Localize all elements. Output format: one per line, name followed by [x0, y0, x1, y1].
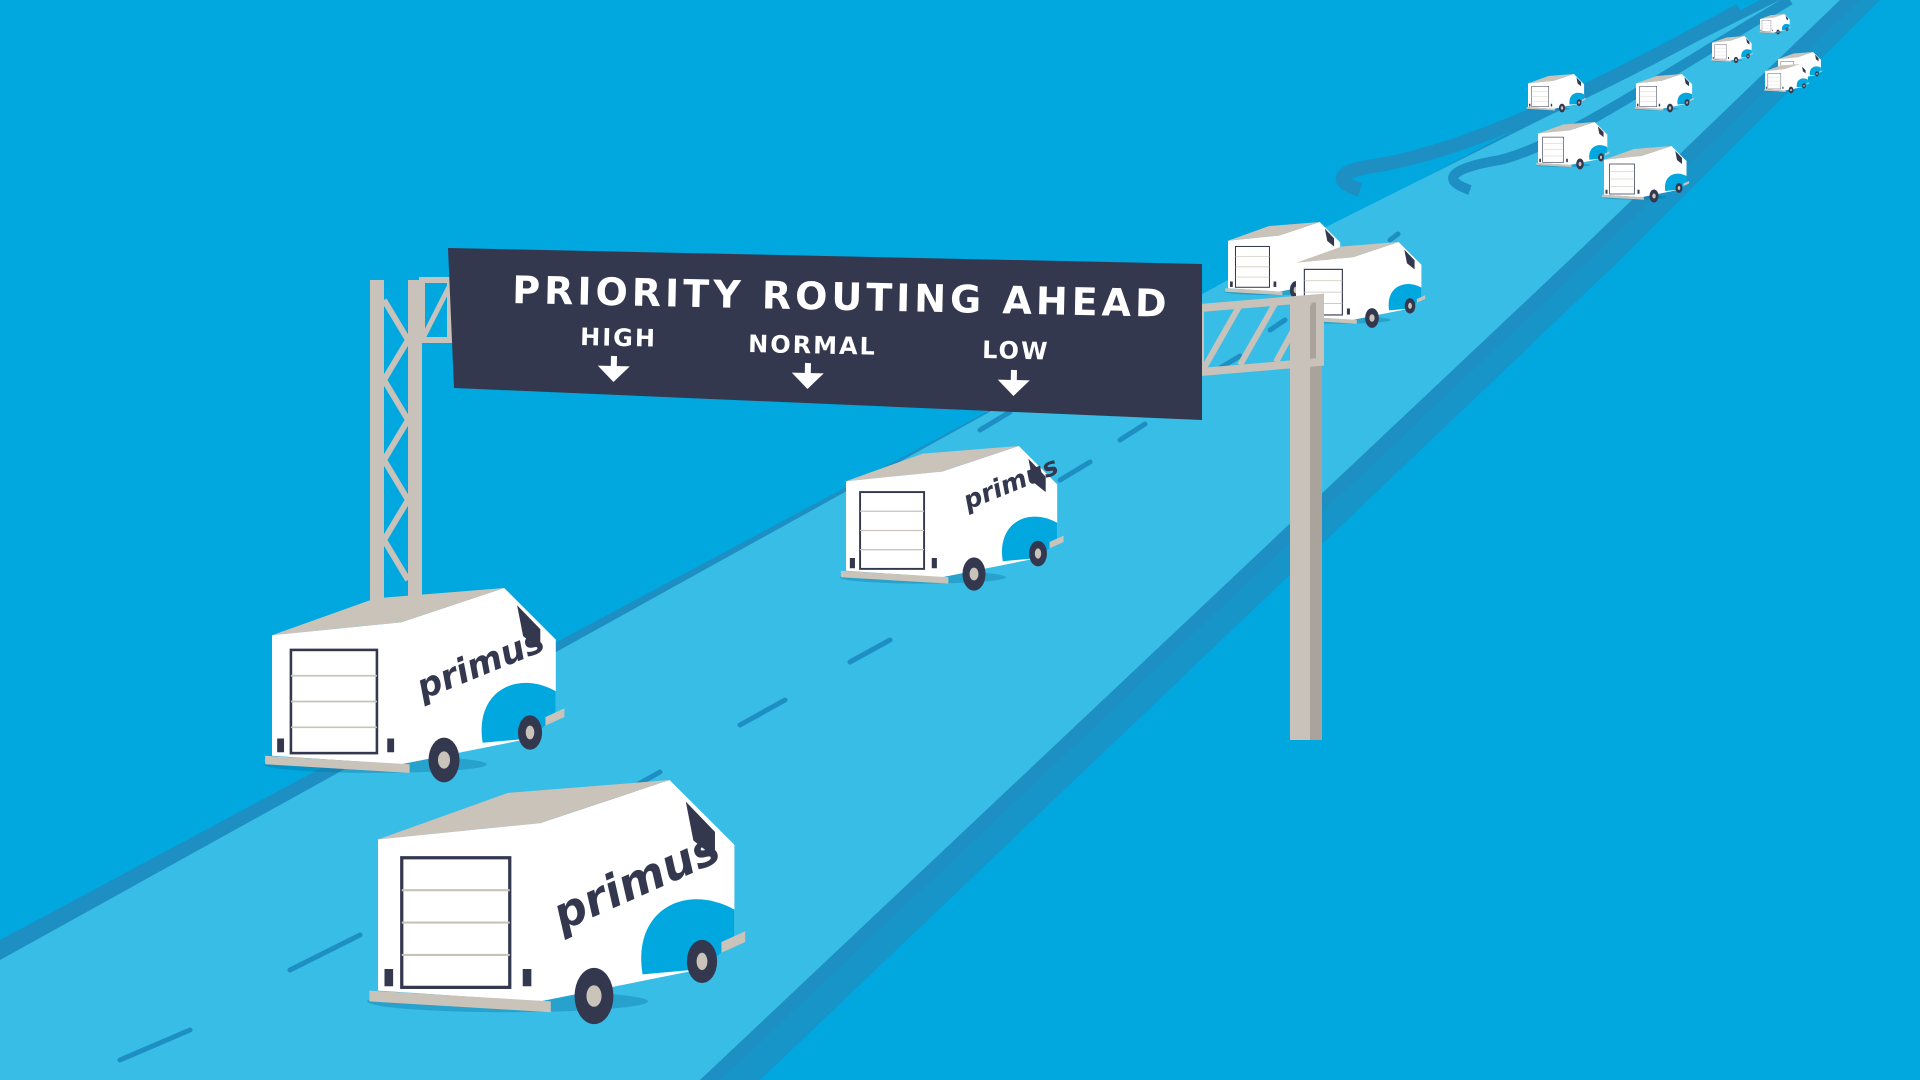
lane-high: HIGH [580, 323, 657, 382]
arrow-down-icon [997, 369, 1030, 396]
lane-label-high: HIGH [580, 323, 657, 353]
truck-front: primus [365, 778, 747, 1026]
lane-label-low: LOW [982, 336, 1050, 365]
truck-left: primus [262, 586, 566, 784]
lane-normal: NORMAL [748, 330, 877, 389]
priority-routing-sign: PRIORITY ROUTING AHEAD HIGH NORMAL LOW [448, 248, 1202, 420]
lane-low: LOW [982, 336, 1050, 396]
arrow-down-icon [597, 355, 630, 382]
gantry-left [370, 277, 453, 600]
arrow-down-icon [791, 362, 824, 389]
truck-middle: primus [838, 445, 1065, 592]
lane-label-normal: NORMAL [748, 330, 877, 361]
